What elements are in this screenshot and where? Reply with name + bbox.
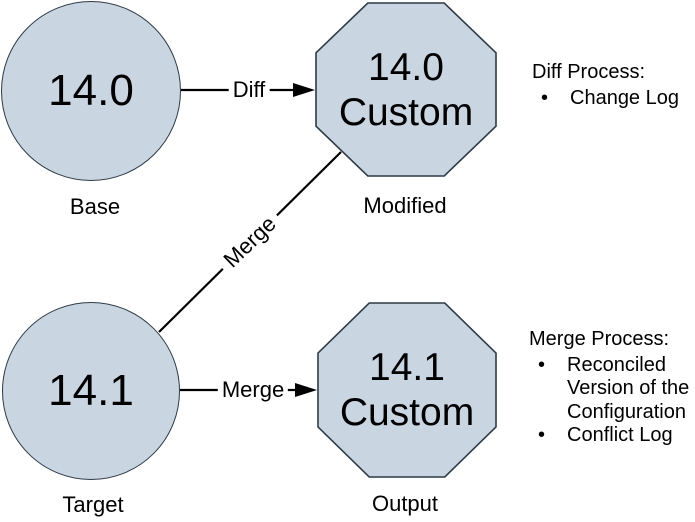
edge-merge-label: Merge xyxy=(217,378,289,402)
node-output-label-line2: Custom xyxy=(339,391,475,434)
node-modified-label: 14.0 Custom xyxy=(339,45,473,135)
node-output-octagon: 14.1 Custom xyxy=(317,302,497,478)
node-base-label: 14.0 xyxy=(48,65,134,115)
merge-process-title: Merge Process: xyxy=(529,328,670,350)
node-output-caption: Output xyxy=(371,491,439,516)
node-modified-label-line1: 14.0 xyxy=(368,45,444,89)
node-base-caption: Base xyxy=(69,194,121,219)
node-modified-octagon: 14.0 Custom xyxy=(315,2,497,177)
edge-diff-arrowhead xyxy=(293,83,315,97)
bullet-dot: • xyxy=(538,424,546,446)
edge-merge-arrowhead xyxy=(295,383,317,397)
bullet-text: Reconciled Version of the Configuration xyxy=(567,353,690,423)
node-target-label: 14.1 xyxy=(48,365,134,415)
bullet-text: Change Log xyxy=(570,86,679,109)
octagon-shape xyxy=(317,302,497,478)
merge-process-note: Merge Process: • Reconciled Version of t… xyxy=(529,328,695,448)
diff-process-bullet-change-log: • Change Log xyxy=(532,87,695,111)
diff-process-title: Diff Process: xyxy=(532,61,645,83)
bullet-dot: • xyxy=(538,353,546,376)
bullet-dot: • xyxy=(541,86,549,109)
diff-process-note: Diff Process: • Change Log xyxy=(532,61,695,110)
merge-process-bullet-reconciled: • Reconciled Version of the Configuratio… xyxy=(529,354,695,425)
node-modified-caption: Modified xyxy=(363,193,447,218)
node-base-circle: 14.0 xyxy=(1,1,181,181)
edge-diff-label: Diff xyxy=(228,78,270,102)
node-target-caption: Target xyxy=(62,492,124,517)
merge-process-bullet-conflict-log: • Conflict Log xyxy=(529,424,695,448)
node-output-label-line1: 14.1 xyxy=(369,346,445,389)
node-modified-label-line2: Custom xyxy=(338,90,474,134)
node-output-label: 14.1 Custom xyxy=(340,345,474,435)
octagon-shape xyxy=(315,2,497,177)
bullet-text: Conflict Log xyxy=(567,424,673,446)
node-target-circle: 14.1 xyxy=(2,302,180,480)
